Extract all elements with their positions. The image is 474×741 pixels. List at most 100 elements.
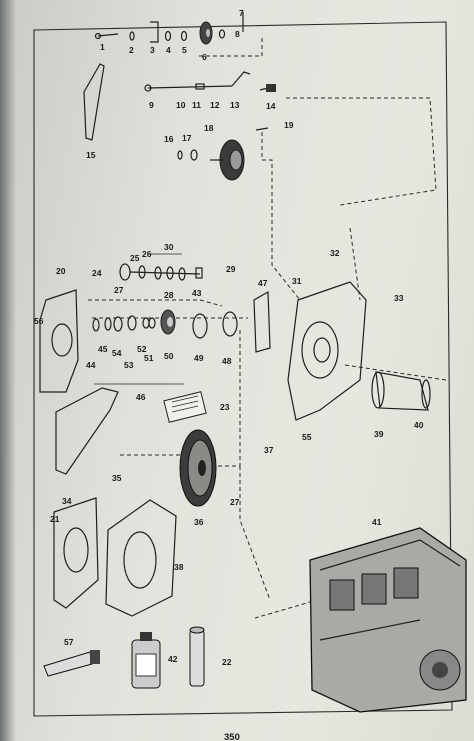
callout-18: 18	[204, 123, 214, 133]
spacer-part-17	[190, 149, 198, 161]
callout-54: 54	[112, 348, 122, 358]
callout-29: 29	[226, 264, 236, 274]
starter-motor-part-40	[371, 371, 431, 411]
callout-42: 42	[168, 654, 178, 664]
callout-labels: 1 2 3 4 5 6 7 8 9 10 11 12 13 14 15 16 1…	[34, 8, 424, 667]
callout-13: 13	[230, 100, 240, 110]
callout-12: 12	[210, 100, 220, 110]
callout-49: 49	[194, 353, 204, 363]
assembly-guide-line	[286, 97, 437, 206]
assembly-guide-line	[210, 330, 241, 467]
callout-37: 37	[264, 445, 274, 455]
callout-51: 51	[144, 353, 154, 363]
decal-part-23	[163, 391, 207, 423]
gear-train	[92, 309, 238, 339]
callout-5: 5	[182, 45, 187, 55]
callout-53: 53	[124, 360, 134, 370]
callout-3: 3	[150, 45, 155, 55]
callout-20: 20	[56, 266, 66, 276]
belt-part-15	[83, 63, 105, 141]
callout-35: 35	[112, 473, 122, 483]
washer-part-2	[129, 31, 135, 41]
callout-38: 38	[174, 562, 184, 572]
engine-assembly-part-41	[309, 527, 467, 713]
assembly-guide-line	[239, 466, 271, 601]
assembly-guide-line	[349, 227, 361, 301]
callout-47: 47	[258, 278, 268, 288]
callout-40: 40	[414, 420, 424, 430]
callout-39: 39	[374, 429, 384, 439]
callout-56: 56	[34, 316, 44, 326]
callout-57: 57	[64, 637, 74, 647]
bolt-part-19	[255, 127, 269, 131]
callout-26: 26	[142, 249, 152, 259]
washer-part-5b	[218, 29, 226, 39]
callout-2: 2	[129, 45, 134, 55]
callout-27-flywheel: 27	[230, 497, 240, 507]
callout-1: 1	[100, 42, 105, 52]
callout-19: 19	[284, 120, 294, 130]
lever-part-3	[150, 21, 159, 43]
callout-32: 32	[330, 248, 340, 258]
callout-43: 43	[192, 288, 202, 298]
callout-14: 14	[266, 101, 276, 111]
assembly-guide-line	[196, 38, 263, 57]
callout-55: 55	[302, 432, 312, 442]
callout-44: 44	[86, 360, 96, 370]
belt-part-34	[55, 387, 119, 475]
gasket-part-56	[39, 289, 79, 393]
assembly-guide-line	[344, 364, 447, 381]
shaft-components	[119, 263, 203, 281]
bottle-part-42	[131, 632, 161, 689]
callout-45: 45	[98, 344, 108, 354]
callout-8: 8	[235, 29, 240, 39]
callout-33: 33	[394, 293, 404, 303]
callout-34: 34	[62, 496, 72, 506]
callout-28: 28	[164, 290, 174, 300]
callout-23: 23	[220, 402, 230, 412]
callout-4: 4	[166, 45, 171, 55]
gear-case-part-55	[287, 281, 367, 421]
callout-36: 36	[194, 517, 204, 527]
callout-21: 21	[50, 514, 60, 524]
callout-41: 41	[372, 517, 382, 527]
diagram-frame	[33, 21, 453, 717]
assembly-guide-line	[88, 299, 223, 307]
bracket-part-47	[253, 290, 271, 353]
page-binding-shadow	[0, 0, 16, 741]
nut-part-5a	[180, 30, 188, 42]
fan-pulley-part-18	[210, 139, 245, 181]
pulley-part-6	[199, 21, 213, 45]
washer-part-16	[177, 150, 183, 160]
callout-25: 25	[130, 253, 140, 263]
callout-7: 7	[239, 8, 244, 18]
callout-46: 46	[136, 392, 146, 402]
callout-9: 9	[149, 100, 154, 110]
callout-50: 50	[164, 351, 174, 361]
page-number: 350	[224, 732, 240, 741]
callout-15: 15	[86, 150, 96, 160]
callout-52: 52	[137, 344, 147, 354]
callout-30: 30	[164, 242, 174, 252]
flywheel-part-36	[179, 429, 217, 507]
callout-48: 48	[222, 356, 232, 366]
housing-part-38	[105, 499, 177, 617]
assembly-guide-line	[261, 132, 301, 301]
sealant-tube-part-57	[43, 650, 100, 677]
callout-6: 6	[202, 52, 207, 62]
nut-part-4	[164, 30, 172, 42]
callout-27-shaft: 27	[114, 285, 124, 295]
tube-part-22	[189, 626, 205, 687]
linkage-assembly	[144, 71, 276, 92]
callout-22: 22	[222, 657, 232, 667]
callout-16: 16	[164, 134, 174, 144]
callout-10: 10	[176, 100, 186, 110]
callout-17: 17	[182, 133, 192, 143]
callout-24: 24	[92, 268, 102, 278]
bolt-part-1	[94, 32, 119, 40]
callout-31: 31	[292, 276, 302, 286]
callout-11: 11	[192, 100, 201, 110]
cover-part-21	[53, 497, 99, 609]
